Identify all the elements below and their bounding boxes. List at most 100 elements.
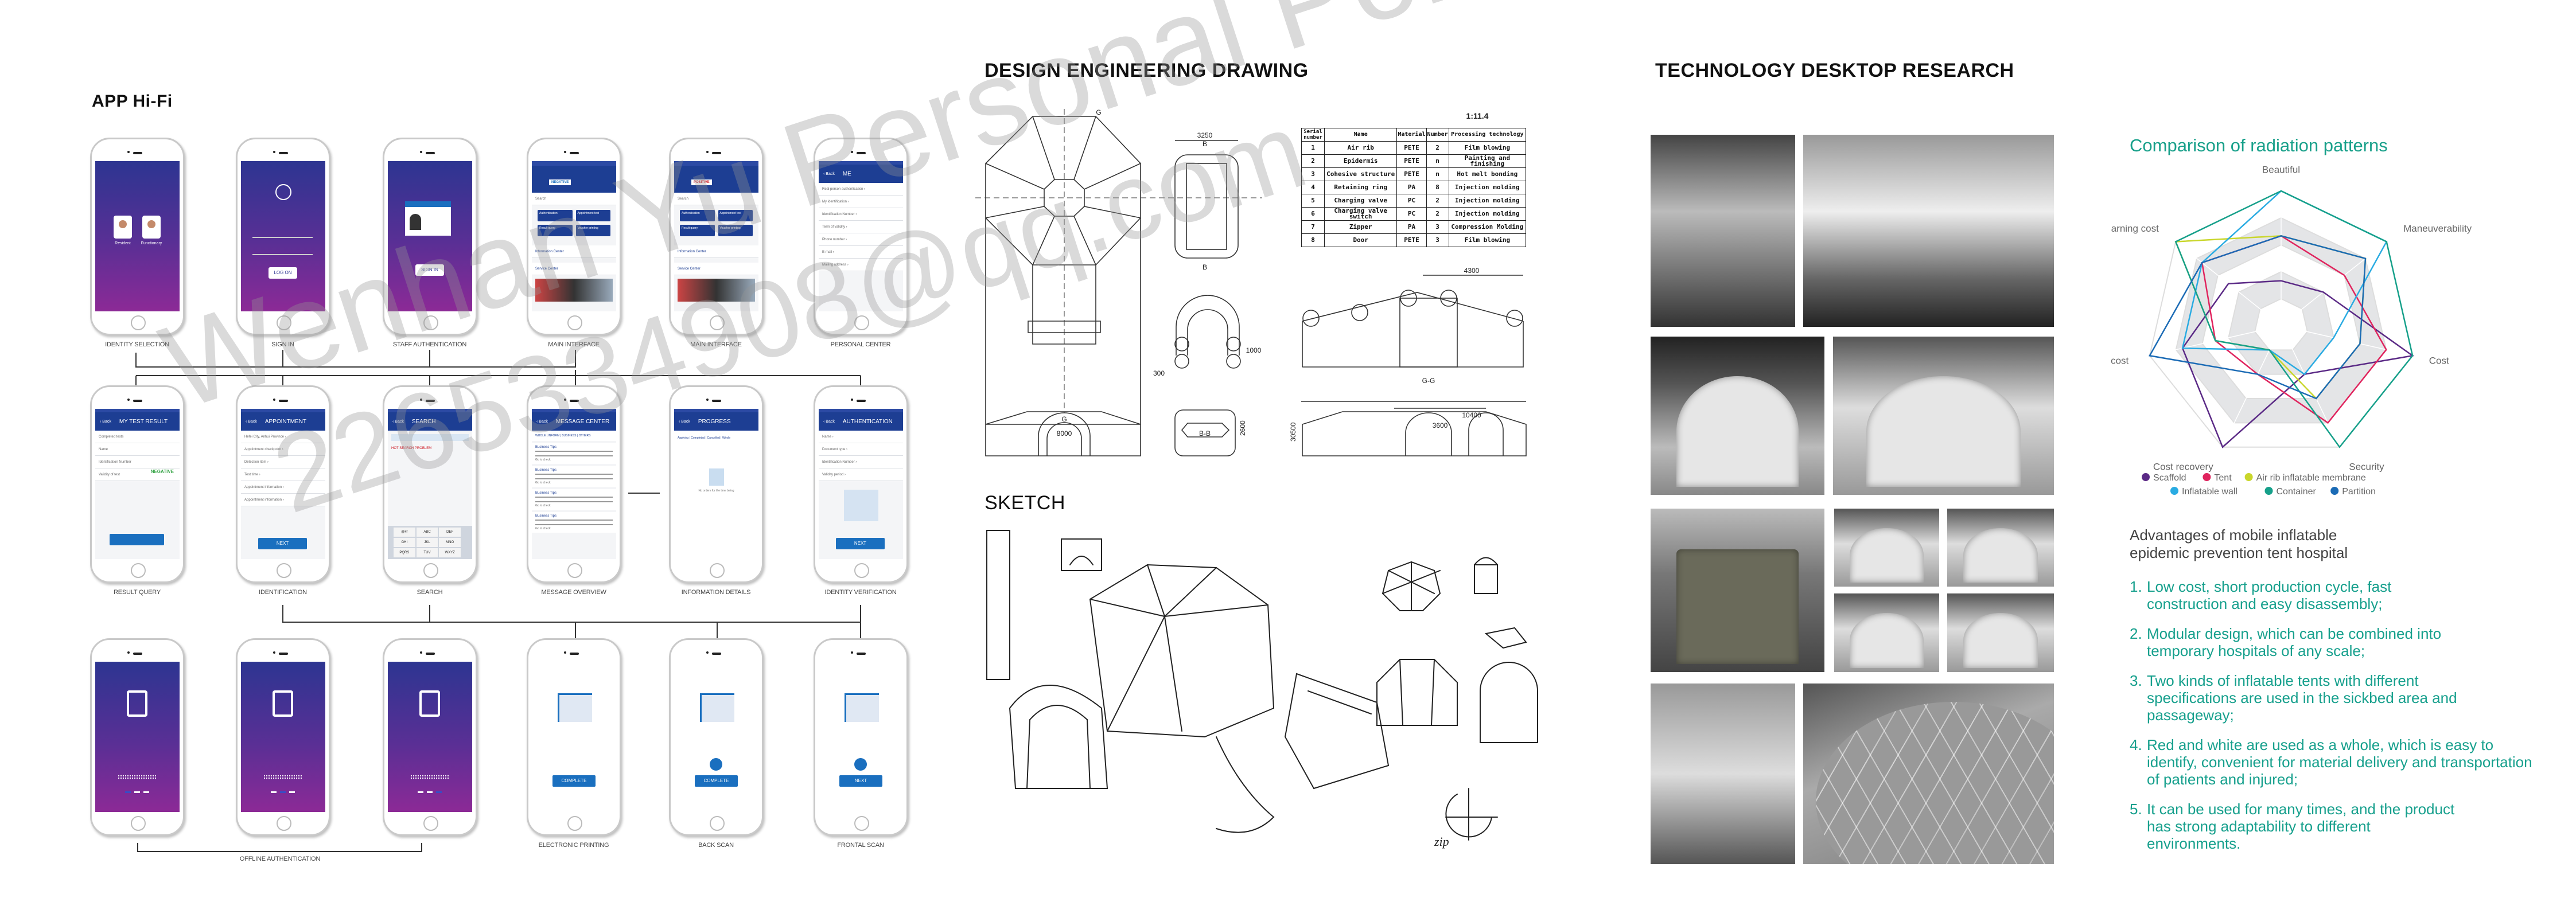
tile-result-query[interactable]: Result query	[538, 225, 573, 236]
key[interactable]: JKL	[416, 538, 438, 547]
action-button[interactable]: COMPLETE	[695, 775, 738, 787]
page-indicator-dot[interactable]	[436, 791, 442, 793]
page-indicator-dot[interactable]	[134, 791, 140, 793]
key[interactable]: PQRS	[394, 548, 415, 557]
list-row[interactable]: Document type ›	[819, 443, 903, 456]
search-bar[interactable]: Search	[532, 193, 616, 205]
username-input[interactable]	[252, 230, 313, 238]
section-service-center[interactable]: Service Center	[674, 263, 758, 275]
key[interactable]: DEF	[439, 528, 461, 537]
home-button[interactable]	[567, 563, 582, 578]
home-button[interactable]	[423, 563, 438, 578]
list-row[interactable]: Detection item ›	[241, 456, 325, 468]
identity-option-resident[interactable]	[114, 216, 132, 239]
action-button[interactable]: NEXT	[839, 775, 882, 787]
list-row[interactable]: Name ›	[819, 431, 903, 443]
password-input[interactable]	[252, 247, 313, 255]
page-indicator-dot[interactable]	[289, 791, 295, 793]
section-information-center[interactable]: Information Center	[532, 245, 616, 258]
home-button[interactable]	[277, 563, 291, 578]
tile-authentication[interactable]: Authentication	[538, 210, 573, 221]
home-button[interactable]	[854, 315, 869, 330]
home-button[interactable]	[710, 816, 725, 831]
back-button[interactable]: ‹ Back	[679, 419, 690, 424]
key[interactable]: WXYZ	[439, 548, 461, 557]
back-button[interactable]: ‹ Back	[246, 419, 257, 424]
back-button[interactable]: ‹ Back	[100, 419, 111, 424]
key[interactable]: TUV	[416, 548, 438, 557]
tile-voucher-printing[interactable]: Voucher printing	[718, 225, 753, 236]
item-number: 5.	[2130, 800, 2142, 818]
list-row[interactable]: Real person authentication ›	[819, 183, 903, 196]
page-indicator-dot[interactable]	[143, 791, 149, 793]
go-check-link[interactable]: Go to check	[535, 504, 551, 507]
key[interactable]: MNO	[439, 538, 461, 547]
search-bar[interactable]: Search	[674, 193, 758, 205]
list-row[interactable]: Hefei City, Anhui Province ›	[241, 431, 325, 443]
list-row[interactable]: Appointment information ›	[241, 494, 325, 506]
page-indicator-dot[interactable]	[427, 791, 433, 793]
camera-button[interactable]	[854, 758, 867, 771]
tile-appointment-test[interactable]: Appointment test	[718, 210, 753, 221]
home-button[interactable]	[710, 315, 725, 330]
list-row[interactable]: Term of validity ›	[819, 221, 903, 233]
section-service-center[interactable]: Service Center	[532, 263, 616, 275]
sign-in-button[interactable]: SIGN IN	[415, 264, 444, 276]
progress-tabs[interactable]: Applying | Completed | Cancelled | Whole	[678, 436, 730, 440]
home-button[interactable]	[710, 563, 725, 578]
page-indicator-dot[interactable]	[271, 791, 277, 793]
key[interactable]: @#/	[394, 528, 415, 537]
go-check-link[interactable]: Go to check	[535, 481, 551, 485]
home-button[interactable]	[567, 816, 582, 831]
search-input[interactable]	[391, 434, 469, 441]
list-row[interactable]: Phone number ›	[819, 233, 903, 246]
message-tabs[interactable]: WHOLE | INFORM | BUSINESS | OTHERS	[532, 431, 616, 441]
back-button[interactable]: ‹ Back	[823, 171, 835, 176]
list-row[interactable]: Test time ›	[241, 468, 325, 481]
list-row[interactable]: My identification ›	[819, 196, 903, 208]
home-button[interactable]	[131, 816, 146, 831]
home-button[interactable]	[277, 816, 291, 831]
back-button[interactable]: ‹ Back	[823, 419, 835, 424]
key[interactable]: GHI	[394, 538, 415, 547]
home-button[interactable]	[131, 563, 146, 578]
home-button[interactable]	[277, 315, 291, 330]
back-button[interactable]: ‹ Back	[536, 419, 548, 424]
list-row[interactable]: E-mail ›	[819, 246, 903, 259]
next-button[interactable]: NEXT	[836, 538, 885, 549]
next-button[interactable]: NEXT	[258, 538, 307, 549]
home-button[interactable]	[854, 563, 869, 578]
action-button[interactable]: COMPLETE	[552, 775, 596, 787]
back-button[interactable]: ‹ Back	[392, 419, 404, 424]
home-button[interactable]	[423, 315, 438, 330]
list-row[interactable]: Appointment information ›	[241, 481, 325, 494]
camera-button[interactable]	[710, 758, 722, 771]
home-button[interactable]	[854, 816, 869, 831]
list-row[interactable]: Mailing address ›	[819, 259, 903, 271]
tile-voucher-printing[interactable]: Voucher printing	[575, 225, 610, 236]
page-indicator-dot[interactable]	[125, 791, 131, 793]
list-row[interactable]: Appointment checkpoint ›	[241, 443, 325, 456]
page-indicator-dot[interactable]	[280, 791, 286, 793]
tile-authentication[interactable]: Authentication	[680, 210, 715, 221]
query-button[interactable]	[110, 534, 164, 545]
home-button[interactable]	[567, 315, 582, 330]
list-row[interactable]: Validity period ›	[819, 468, 903, 481]
go-check-link[interactable]: Go to check	[535, 527, 551, 530]
list-row[interactable]: Identification Number ›	[819, 456, 903, 468]
key[interactable]: ABC	[416, 528, 438, 537]
go-check-link[interactable]: Go to check	[535, 458, 551, 462]
log-on-button[interactable]: LOG ON	[269, 267, 297, 279]
identity-option-functionary[interactable]	[142, 216, 161, 239]
home-button[interactable]	[423, 816, 438, 831]
tile-appointment-test[interactable]: Appointment test	[575, 210, 610, 221]
tile-result-query[interactable]: Result query	[680, 225, 715, 236]
page-indicator-dot[interactable]	[418, 791, 423, 793]
section-information-center[interactable]: Information Center	[674, 245, 758, 258]
list-row[interactable]: Identification Number ›	[819, 208, 903, 221]
home-button[interactable]	[131, 315, 146, 330]
